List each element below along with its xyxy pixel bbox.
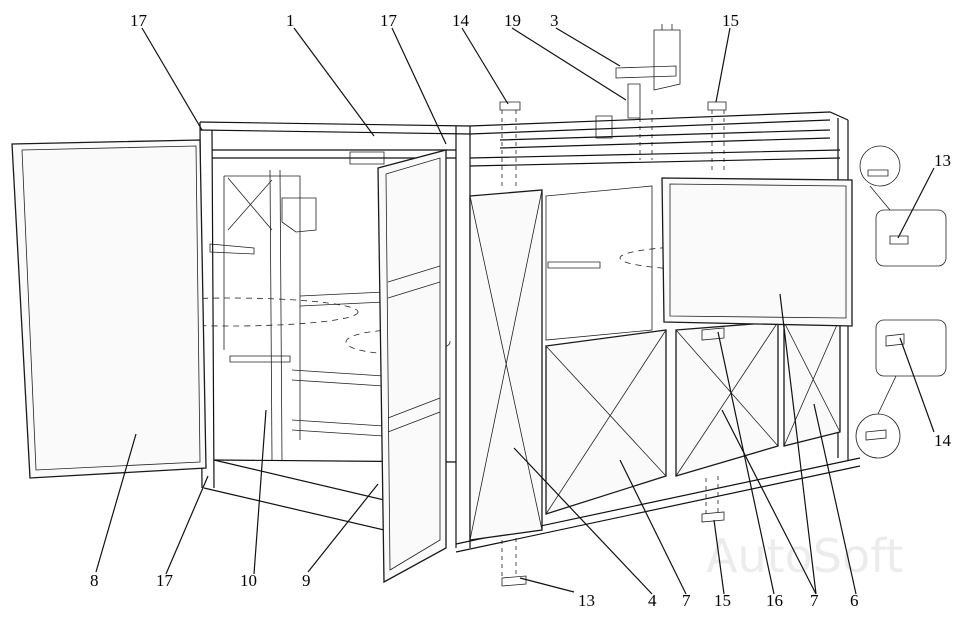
middle-door-panel bbox=[377, 149, 447, 584]
callout-6: 6 bbox=[850, 591, 859, 610]
callout-17-bottom: 17 bbox=[156, 571, 174, 590]
callout-labels: 17 1 17 14 19 3 15 13 14 8 17 10 9 13 4 … bbox=[90, 11, 952, 610]
callout-1: 1 bbox=[286, 11, 295, 30]
callout-3: 3 bbox=[550, 11, 559, 30]
callout-4: 4 bbox=[648, 591, 657, 610]
callout-16: 16 bbox=[766, 591, 783, 610]
callout-14-right: 14 bbox=[934, 431, 952, 450]
callout-7-bottom-right: 7 bbox=[810, 591, 819, 610]
callout-14-top: 14 bbox=[452, 11, 470, 30]
callout-13-bottom: 13 bbox=[578, 591, 595, 610]
callout-17-top-mid: 17 bbox=[380, 11, 398, 30]
detail-view-14 bbox=[855, 319, 947, 459]
callout-19: 19 bbox=[504, 11, 521, 30]
bottom-hardware bbox=[501, 327, 725, 587]
left-door-panel bbox=[11, 139, 207, 479]
callout-7-bottom-left: 7 bbox=[682, 591, 691, 610]
leader-lines bbox=[95, 27, 935, 595]
callout-10: 10 bbox=[240, 571, 257, 590]
callout-9: 9 bbox=[302, 571, 311, 590]
callout-15-top: 15 bbox=[722, 11, 739, 30]
callout-15-bottom: 15 bbox=[714, 591, 731, 610]
upper-right-door-panel bbox=[661, 177, 853, 327]
callout-13-right: 13 bbox=[934, 151, 951, 170]
detail-view-13 bbox=[859, 145, 947, 267]
watermark-text: AutoSoft bbox=[706, 529, 904, 583]
right-side-panels bbox=[469, 185, 841, 541]
callout-17-top-left: 17 bbox=[130, 11, 148, 30]
callout-8: 8 bbox=[90, 571, 99, 590]
top-hardware bbox=[499, 24, 727, 190]
